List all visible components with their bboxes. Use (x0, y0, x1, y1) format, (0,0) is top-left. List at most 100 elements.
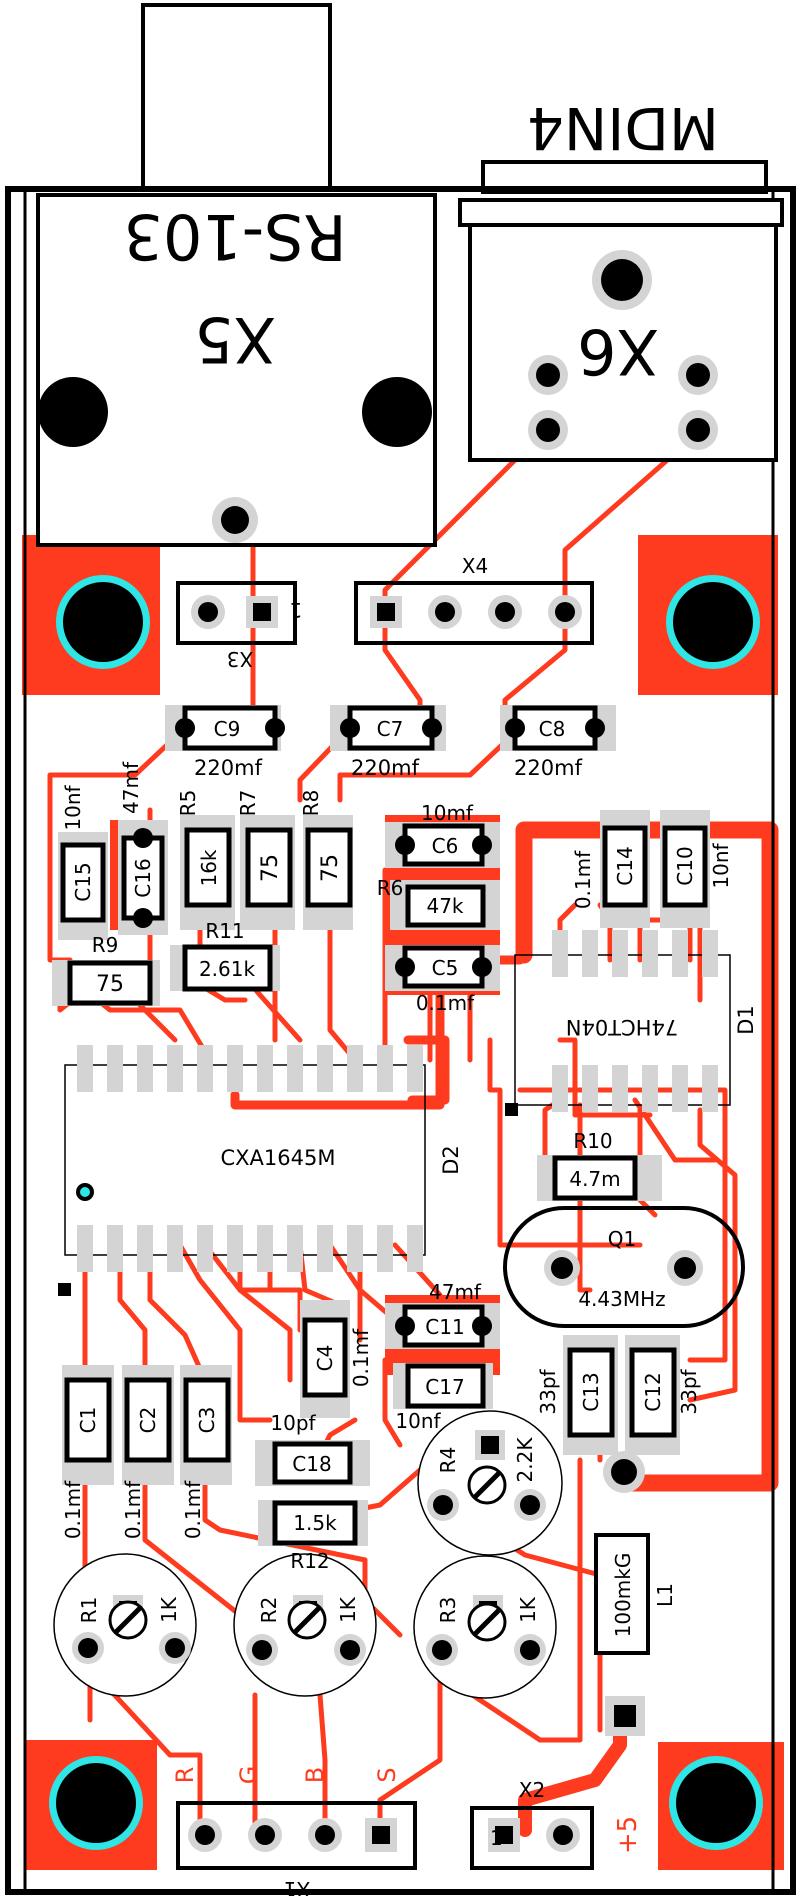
c17-label: C17 (425, 1375, 464, 1399)
x6-part-label: MDIN4 (527, 94, 719, 162)
q1-crystal[interactable] (503, 1206, 745, 1328)
c14-capacitor[interactable] (600, 810, 650, 928)
c12-value-label: 33pf (677, 1368, 701, 1414)
c1-value-label: 0.1mf (61, 1480, 85, 1539)
c15-value-label: 10nf (61, 784, 85, 830)
r5-value-label: 16k (197, 849, 221, 886)
r5-resistor[interactable] (180, 815, 235, 930)
r12-value-label: 1.5k (293, 1511, 337, 1535)
l1-value-label: 100mkG (611, 1553, 635, 1638)
c18-label: C18 (292, 1452, 331, 1476)
board-outline (5, 186, 796, 1895)
x1-pin-s-label: S (373, 1767, 401, 1782)
c18-value-label: 10pf (270, 1411, 316, 1435)
c7-value-label: 220mf (351, 756, 420, 780)
c13-capacitor[interactable] (563, 1335, 618, 1455)
c16-capacitor[interactable] (118, 820, 168, 935)
r11-value-label: 2.61k (199, 957, 256, 981)
x6-connector[interactable] (458, 160, 784, 462)
r1-value-label: 1K (157, 1596, 181, 1623)
l1-inductor[interactable] (594, 1533, 650, 1655)
d2-part-label: CXA1645M (221, 1146, 336, 1170)
c10-capacitor[interactable] (660, 810, 710, 928)
r11-label: R11 (205, 919, 244, 943)
c5-value-label: 0.1mf (416, 991, 475, 1015)
r10-value-label: 4.7m (569, 1167, 620, 1191)
connector-pads (38, 250, 718, 1852)
x2-power-label: +5 (613, 1816, 643, 1854)
c9-value-label: 220mf (194, 756, 263, 780)
r9-value-label: 75 (96, 972, 124, 997)
d1-name-label: D1 (734, 1005, 758, 1035)
c12-label: C12 (641, 1372, 665, 1411)
c9-capacitor[interactable] (165, 705, 285, 751)
x1-pin-r-label: R (171, 1767, 199, 1784)
c12-capacitor[interactable] (625, 1335, 680, 1455)
c4-capacitor[interactable] (300, 1300, 350, 1418)
c7-capacitor[interactable] (330, 705, 446, 751)
d2-name-label: D2 (439, 1145, 463, 1175)
r7-label: R7 (236, 790, 260, 817)
r6-label: R6 (377, 876, 404, 900)
x2-header[interactable] (470, 1806, 594, 1870)
c10-value-label: 10nf (709, 842, 733, 888)
r10-resistor[interactable] (537, 1155, 662, 1201)
c2-capacitor[interactable] (122, 1365, 174, 1485)
c11-value-label: 47mf (429, 1280, 482, 1304)
c5-capacitor[interactable] (385, 945, 500, 991)
x4-name-label: X4 (462, 554, 488, 578)
r9-label: R9 (92, 933, 119, 957)
q1-name-label: Q1 (608, 1227, 636, 1251)
c15-capacitor[interactable] (58, 832, 108, 940)
c2-value-label: 0.1mf (121, 1480, 145, 1539)
c3-capacitor[interactable] (180, 1365, 232, 1485)
c6-label: C6 (432, 834, 459, 858)
r9-resistor[interactable] (52, 960, 160, 1006)
l1-name-label: L1 (653, 1583, 677, 1607)
c18-capacitor[interactable] (255, 1440, 370, 1486)
r4-trimmer[interactable] (417, 1410, 563, 1556)
r3-label: R3 (436, 1597, 460, 1624)
x6-name-label: X6 (577, 315, 659, 388)
x5-part-label: RS-103 (123, 200, 346, 273)
c8-capacitor[interactable] (500, 705, 616, 751)
x1-pin-b-label: B (301, 1767, 329, 1783)
c1-capacitor[interactable] (62, 1365, 114, 1485)
r6-value-label: 47k (426, 894, 463, 918)
r1-trimmer[interactable] (53, 1553, 197, 1697)
c17-value-label: 10nf (395, 1409, 441, 1433)
x3-header[interactable] (176, 581, 297, 645)
c9-label: C9 (214, 717, 241, 741)
r7-resistor[interactable] (240, 815, 295, 930)
r8-resistor[interactable] (303, 815, 353, 930)
c4-value-label: 0.1mf (349, 1328, 373, 1387)
r1-label: R1 (77, 1597, 101, 1624)
traces (47, 437, 779, 1837)
r6-resistor[interactable] (390, 880, 500, 930)
r2-label: R2 (257, 1597, 281, 1624)
c11-capacitor[interactable] (385, 1303, 500, 1349)
c7-label: C7 (377, 717, 404, 741)
c3-label: C3 (195, 1407, 219, 1434)
x5-connector[interactable] (36, 3, 437, 547)
r2-trimmer[interactable] (233, 1553, 377, 1697)
x1-header[interactable] (176, 1801, 417, 1870)
x1-name-label: X1 (284, 1877, 310, 1896)
r3-trimmer[interactable] (413, 1555, 557, 1699)
r8-label: R8 (299, 790, 323, 817)
c13-value-label: 33pf (536, 1368, 560, 1414)
c6-value-label: 10mf (421, 801, 474, 825)
d1-part-label: 74HCT04N (566, 1015, 678, 1039)
r7-value-label: 75 (258, 854, 283, 882)
c5-label: C5 (432, 956, 459, 980)
r3-value-label: 1K (516, 1596, 540, 1623)
c6-capacitor[interactable] (385, 822, 500, 868)
r8-value-label: 75 (318, 854, 343, 882)
c16-label: C16 (131, 858, 155, 897)
x4-header[interactable] (354, 581, 594, 645)
x2-pin1-label: 1 (490, 1826, 503, 1850)
c14-label: C14 (613, 846, 637, 885)
c17-capacitor[interactable] (393, 1363, 493, 1409)
r11-resistor[interactable] (170, 944, 280, 992)
r12-resistor[interactable] (258, 1500, 368, 1546)
